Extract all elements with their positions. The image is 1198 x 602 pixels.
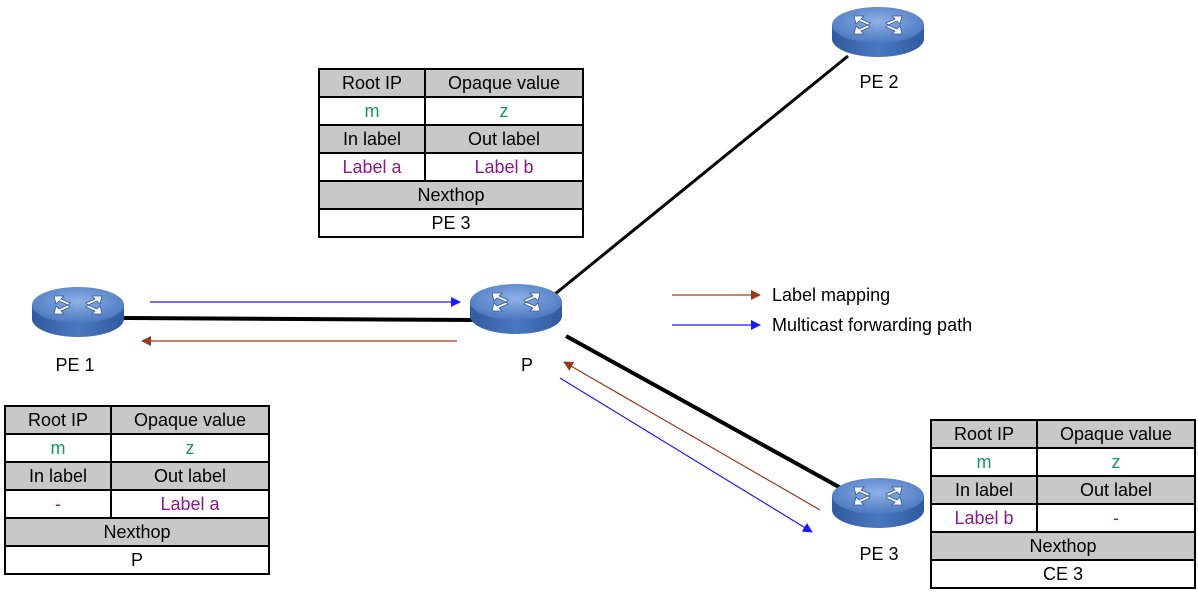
multicast-arrow-p-pe3 — [559, 377, 813, 533]
node-label-pe3: PE 3 — [859, 544, 898, 564]
out-label-header: Out label — [424, 124, 584, 154]
node-label-pe1: PE 1 — [55, 355, 94, 375]
nexthop-value: CE 3 — [930, 559, 1196, 589]
out-label-header: Out label — [1036, 475, 1196, 505]
node-label-p: P — [521, 355, 533, 375]
in-label-header: In label — [4, 461, 112, 491]
nexthop-header: Nexthop — [4, 517, 270, 547]
root-ip-value: m — [930, 447, 1038, 477]
node-label-pe2: PE 2 — [859, 72, 898, 92]
nexthop-header: Nexthop — [930, 531, 1196, 561]
opaque-value: z — [1036, 447, 1196, 477]
nexthop-value: PE 3 — [318, 208, 584, 238]
lfib-table-pe1: Root IP Opaque value m z In label Out la… — [4, 405, 270, 575]
opaque-header: Opaque value — [110, 405, 270, 435]
lfib-table-p: Root IP Opaque value m z In label Out la… — [318, 68, 584, 238]
label-mapping-arrow-pe3-p — [563, 361, 821, 511]
lfib-table-pe3: Root IP Opaque value m z In label Out la… — [930, 419, 1196, 589]
in-label-value: Label b — [930, 503, 1038, 533]
root-ip-header: Root IP — [318, 68, 426, 98]
link-p-pe2 — [554, 54, 849, 296]
router-icon-p — [469, 283, 563, 335]
in-label-value: Label a — [318, 152, 426, 182]
opaque-value: z — [110, 433, 270, 463]
legend-label-mapping: Label mapping — [772, 285, 890, 305]
root-ip-header: Root IP — [930, 419, 1038, 449]
root-ip-header: Root IP — [4, 405, 112, 435]
opaque-value: z — [424, 96, 584, 126]
root-ip-value: m — [318, 96, 426, 126]
legend-multicast-path: Multicast forwarding path — [772, 315, 972, 335]
out-label-value: Label b — [424, 152, 584, 182]
opaque-header: Opaque value — [424, 68, 584, 98]
link-p-pe3 — [565, 334, 849, 494]
opaque-header: Opaque value — [1036, 419, 1196, 449]
in-label-header: In label — [930, 475, 1038, 505]
in-label-header: In label — [318, 124, 426, 154]
nexthop-value: P — [4, 545, 270, 575]
out-label-value: Label a — [110, 489, 270, 519]
out-label-value: - — [1036, 503, 1196, 533]
router-icon-pe3 — [831, 477, 925, 529]
router-icon-pe1 — [31, 286, 125, 338]
out-label-header: Out label — [110, 461, 270, 491]
router-icon-pe2 — [831, 6, 925, 58]
nexthop-header: Nexthop — [318, 180, 584, 210]
link-pe1-p — [123, 316, 477, 322]
root-ip-value: m — [4, 433, 112, 463]
in-label-value: - — [4, 489, 112, 519]
